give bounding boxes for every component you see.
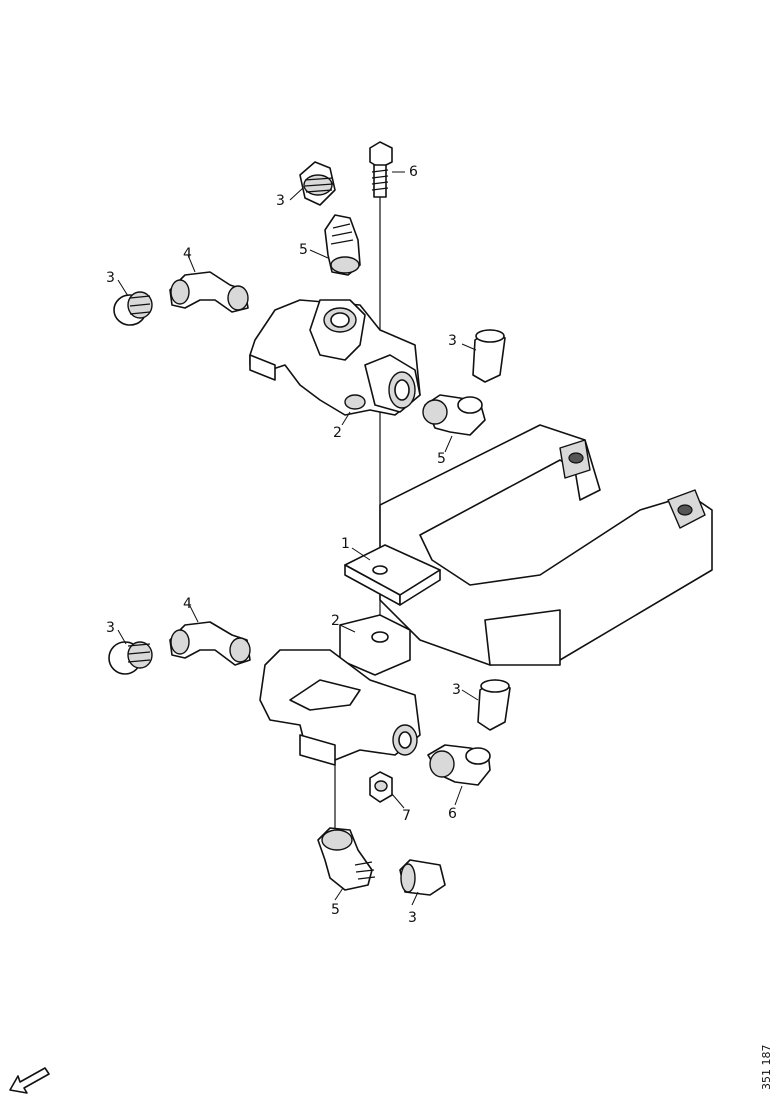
callout-1: 1 xyxy=(341,536,350,552)
connector-upper-left xyxy=(113,291,153,326)
callout-7: 7 xyxy=(402,808,411,824)
nut xyxy=(369,771,393,803)
elbow-fitting-lower-right xyxy=(427,744,491,786)
connector-top xyxy=(299,161,336,206)
callout-3-bottom: 3 xyxy=(408,910,417,926)
connector-lower-right xyxy=(477,679,511,731)
reference-number: 351 187 xyxy=(760,1045,773,1091)
connector-bottom xyxy=(399,859,446,896)
callout-2-upper: 2 xyxy=(333,425,342,441)
callout-2-lower: 2 xyxy=(331,613,340,629)
callout-5-bottom: 5 xyxy=(331,902,340,918)
callout-3-upper-right: 3 xyxy=(448,333,457,349)
callout-6-upper: 6 xyxy=(409,164,418,180)
elbow-fitting-upper-top xyxy=(324,214,361,276)
callout-5-upper-top: 5 xyxy=(299,242,308,258)
mounting-bracket xyxy=(344,424,713,666)
callout-3-lower-right: 3 xyxy=(452,682,461,698)
leader-lines xyxy=(117,171,479,906)
callout-5-upper-right: 5 xyxy=(437,451,446,467)
elbow-fitting-bottom xyxy=(317,827,376,891)
lower-valve-body xyxy=(259,614,421,766)
callout-3-top: 3 xyxy=(276,193,285,209)
callout-4-upper: 4 xyxy=(183,246,192,262)
hose-lower xyxy=(169,621,251,666)
upper-valve-body xyxy=(249,299,421,416)
callout-4-lower: 4 xyxy=(183,596,192,612)
callout-3-lower-left: 3 xyxy=(106,620,115,636)
callout-6-lower: 6 xyxy=(448,806,457,822)
connector-lower-left xyxy=(108,641,153,675)
hose-upper xyxy=(169,271,249,313)
direction-arrow-icon xyxy=(9,1067,50,1094)
bolt xyxy=(369,141,393,198)
callout-3-upper-left: 3 xyxy=(106,270,115,286)
elbow-fitting-upper-right xyxy=(422,394,486,436)
connector-upper-right xyxy=(472,329,506,383)
